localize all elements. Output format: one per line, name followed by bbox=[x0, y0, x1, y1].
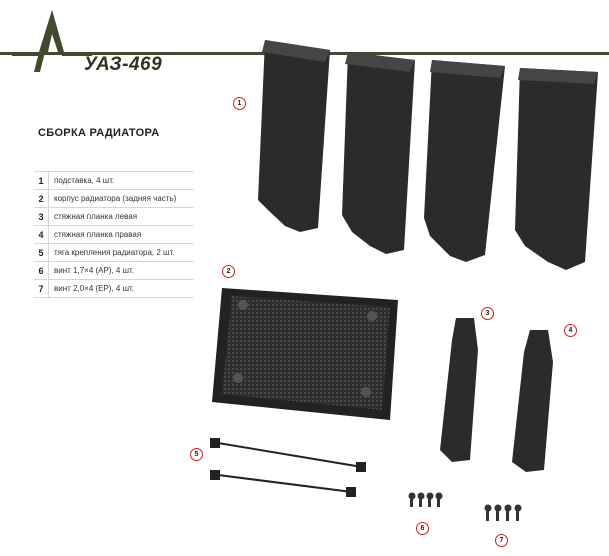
part-description: стяжная планка правая bbox=[48, 226, 141, 243]
callout-7: 7 bbox=[495, 534, 508, 547]
callout-5: 5 bbox=[190, 448, 203, 461]
list-item: 6 винт 1,7×4 (AP), 4 шт. bbox=[34, 262, 194, 280]
list-item: 4 стяжная планка правая bbox=[34, 226, 194, 244]
stand-part bbox=[515, 68, 598, 270]
screw-set-part bbox=[408, 492, 443, 507]
part-description: винт 2,0×4 (ЕР), 4 шт. bbox=[48, 280, 134, 297]
parts-list: 1 подставка, 4 шт. 2 корпус радиатора (зад… bbox=[34, 171, 194, 298]
stand-part bbox=[258, 40, 330, 232]
tie-rod-part bbox=[210, 470, 356, 497]
list-item: 3 стяжная планка левая bbox=[34, 208, 194, 226]
part-description: корпус радиатора (задняя часть) bbox=[48, 190, 176, 207]
radiator-housing-part bbox=[212, 288, 398, 420]
list-item: 5 тяга крепления радиатора, 2 шт. bbox=[34, 244, 194, 262]
part-description: тяга крепления радиатора, 2 шт. bbox=[48, 244, 174, 261]
part-number: 1 bbox=[38, 175, 44, 186]
part-number: 5 bbox=[38, 247, 44, 258]
callout-2: 2 bbox=[222, 265, 235, 278]
left-bracket-part bbox=[440, 318, 478, 462]
part-description: стяжная планка левая bbox=[48, 208, 137, 225]
callout-3: 3 bbox=[481, 307, 494, 320]
callout-6: 6 bbox=[416, 522, 429, 535]
list-item: 1 подставка, 4 шт. bbox=[34, 171, 194, 190]
part-description: подставка, 4 шт. bbox=[48, 172, 114, 189]
callout-1: 1 bbox=[233, 97, 246, 110]
part-number: 2 bbox=[38, 193, 44, 204]
part-number: 7 bbox=[38, 283, 44, 294]
part-number: 4 bbox=[38, 229, 44, 240]
model-title: УАЗ-469 bbox=[84, 54, 163, 75]
star-outline-icon bbox=[12, 10, 92, 72]
part-number: 6 bbox=[38, 265, 44, 276]
part-description: винт 1,7×4 (AP), 4 шт. bbox=[48, 262, 134, 279]
list-item: 7 винт 2,0×4 (ЕР), 4 шт. bbox=[34, 280, 194, 298]
stand-part bbox=[424, 60, 505, 262]
stand-part bbox=[342, 52, 415, 254]
list-item: 2 корпус радиатора (задняя часть) bbox=[34, 190, 194, 208]
tie-rod-part bbox=[210, 438, 366, 472]
callout-4: 4 bbox=[564, 324, 577, 337]
section-title: СБОРКА РАДИАТОРА bbox=[38, 127, 160, 139]
screw-set-part bbox=[484, 504, 522, 521]
part-number: 3 bbox=[38, 211, 44, 222]
right-bracket-part bbox=[512, 330, 553, 472]
